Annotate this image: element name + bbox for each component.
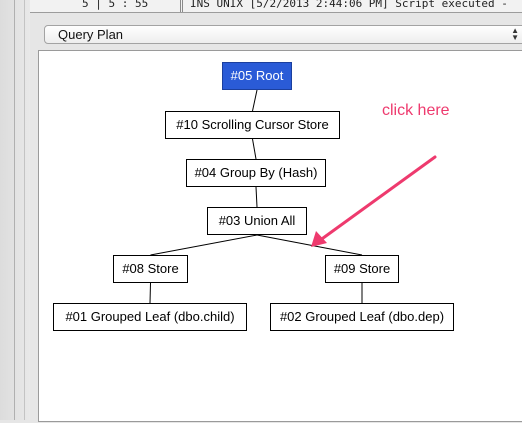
plan-edge-05-10 — [252, 89, 258, 112]
plan-edge-03-09 — [256, 234, 363, 256]
plan-edges — [149, 89, 437, 304]
plan-node-09-store[interactable]: #09 Store — [325, 255, 399, 283]
plan-edge-03-08 — [150, 234, 258, 256]
annotation-arrowhead-icon — [311, 231, 327, 247]
plan-node-05-root[interactable]: #05 Root — [222, 62, 292, 90]
annotation-arrow-icon — [317, 155, 437, 243]
view-select-value: Query Plan — [58, 27, 124, 42]
gutter-divider — [14, 0, 15, 420]
query-plan-canvas: #05 Root #10 Scrolling Cursor Store #04 … — [38, 50, 522, 422]
status-separator — [182, 0, 183, 12]
status-bar: 5 | 5 : 55 INS UNIX [5/2/2013 2:44:06 PM… — [30, 0, 522, 13]
plan-node-03-union-all[interactable]: #03 Union All — [207, 207, 307, 235]
plan-node-label: #02 Grouped Leaf (dbo.dep) — [279, 309, 445, 324]
plan-node-label: #03 Union All — [218, 213, 296, 228]
plan-edge-08-01 — [149, 282, 151, 304]
plan-node-label: #09 Store — [333, 261, 391, 276]
plan-node-04-group-by[interactable]: #04 Group By (Hash) — [186, 159, 326, 187]
plan-node-01-grouped-leaf-child[interactable]: #01 Grouped Leaf (dbo.child) — [53, 303, 247, 331]
plan-node-02-grouped-leaf-dep[interactable]: #02 Grouped Leaf (dbo.dep) — [270, 303, 454, 331]
plan-node-label: #04 Group By (Hash) — [194, 165, 318, 180]
gutter-divider — [24, 0, 25, 420]
plan-node-label: #10 Scrolling Cursor Store — [176, 117, 329, 132]
status-message: INS UNIX [5/2/2013 2:44:06 PM] Script ex… — [190, 0, 508, 10]
plan-node-label: #08 Store — [122, 261, 179, 276]
updown-arrows-icon: ▲▼ — [511, 26, 519, 42]
view-select[interactable]: Query Plan ▲▼ — [44, 25, 522, 44]
left-gutter — [0, 0, 30, 420]
click-here-annotation: click here — [382, 102, 450, 119]
plan-node-label: #01 Grouped Leaf (dbo.child) — [65, 309, 235, 324]
plan-edge-04-03 — [255, 186, 258, 208]
cursor-position: 5 | 5 : 55 — [82, 0, 149, 10]
status-separator — [180, 0, 181, 12]
plan-node-label: #05 Root — [230, 68, 284, 83]
plan-node-08-store[interactable]: #08 Store — [113, 255, 188, 283]
plan-edge-10-04 — [252, 138, 257, 160]
plan-node-10-scrolling-cursor-store[interactable]: #10 Scrolling Cursor Store — [165, 111, 340, 139]
